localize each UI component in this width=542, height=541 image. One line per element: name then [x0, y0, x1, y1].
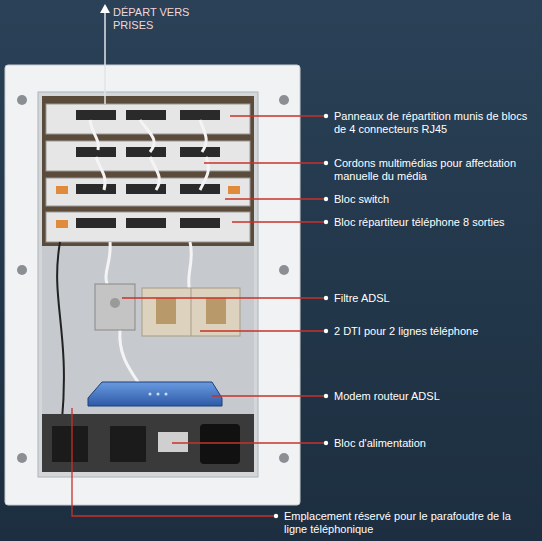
filter-socket: [110, 298, 120, 308]
modem-router: [88, 382, 222, 406]
screw: [279, 265, 289, 275]
leader: [72, 408, 276, 516]
dot: [324, 161, 328, 165]
dot: [324, 296, 328, 300]
callout-label: Bloc répartiteur téléphone 8 sorties: [334, 216, 539, 229]
leader: [172, 442, 326, 443]
callout-label: Bloc switch: [334, 193, 539, 206]
cable: [189, 242, 192, 292]
screw: [279, 453, 289, 463]
leader-dots: [274, 114, 328, 518]
patch-panels: [46, 104, 250, 242]
switch-panel: [46, 178, 250, 206]
callout-label: Emplacement réservé pour le parafoudre d…: [284, 510, 536, 536]
dti: [142, 288, 240, 336]
callout-label: Cordons multimédias pour affectation man…: [334, 157, 539, 183]
led: [157, 393, 160, 396]
backplate: [42, 96, 254, 246]
cable: [200, 120, 206, 152]
leader-lines: [72, 116, 326, 516]
power-module: [52, 426, 88, 462]
led: [149, 393, 152, 396]
dot: [324, 394, 328, 398]
modem-body: [88, 382, 222, 406]
cable: [120, 330, 140, 385]
port-block: [180, 110, 220, 120]
cable: [96, 157, 105, 190]
port-block: [76, 110, 116, 120]
leader: [232, 221, 326, 222]
leader: [230, 115, 326, 116]
leader: [200, 330, 326, 331]
screw: [17, 265, 27, 275]
dti-socket: [206, 298, 226, 324]
dot: [324, 329, 328, 333]
callout-label: Bloc d'alimentation: [334, 437, 539, 450]
departure-arrow: [100, 4, 110, 104]
screw: [279, 95, 289, 105]
power-module: [110, 426, 146, 462]
dot: [324, 114, 328, 118]
power-label: [158, 432, 188, 452]
dot: [324, 220, 328, 224]
frame: [5, 65, 300, 505]
screw: [17, 453, 27, 463]
callout-label: 2 DTI pour 2 lignes téléphone: [334, 325, 539, 338]
cable: [200, 157, 208, 190]
port-block: [76, 218, 116, 228]
port-block: [76, 147, 116, 157]
panel: [46, 141, 250, 171]
cables: [90, 120, 208, 385]
callout-label: Modem routeur ADSL: [334, 390, 539, 403]
leader: [122, 297, 326, 298]
panel: [46, 212, 250, 242]
tab: [56, 186, 68, 194]
phone-wire: [57, 242, 64, 420]
lower-plate: [42, 246, 254, 414]
port-block: [76, 184, 116, 194]
arrow-head: [100, 4, 110, 13]
cabinet-frame: [5, 65, 300, 505]
port-block: [126, 110, 166, 120]
dti-boxes: [142, 288, 240, 336]
cavity: [38, 92, 258, 477]
rj45-ports: [76, 110, 220, 228]
departure-label: DÉPART VERS PRISES: [113, 6, 223, 32]
tab: [228, 186, 240, 194]
callout-label: Filtre ADSL: [334, 292, 539, 305]
dti-socket: [156, 298, 176, 324]
leader: [225, 198, 326, 199]
cable: [90, 120, 98, 150]
arrow-line: [104, 12, 106, 104]
port-block: [126, 184, 166, 194]
port-block: [126, 147, 166, 157]
dot: [324, 441, 328, 445]
leader: [212, 395, 326, 396]
dot: [324, 197, 328, 201]
dot: [274, 514, 278, 518]
power-supply: [200, 424, 240, 464]
port-block: [180, 218, 220, 228]
port-tabs: [56, 186, 240, 228]
tab: [56, 220, 68, 228]
led: [165, 393, 168, 396]
screw: [17, 95, 27, 105]
cable: [140, 120, 154, 152]
port-block: [180, 147, 220, 157]
adsl-filter: [95, 284, 135, 330]
leader: [204, 162, 326, 163]
port-block: [126, 218, 166, 228]
dti-divider: [191, 288, 192, 336]
cable: [150, 157, 159, 190]
cable: [106, 242, 110, 290]
callout-label: Panneaux de répartition munis de blocs d…: [334, 110, 539, 136]
